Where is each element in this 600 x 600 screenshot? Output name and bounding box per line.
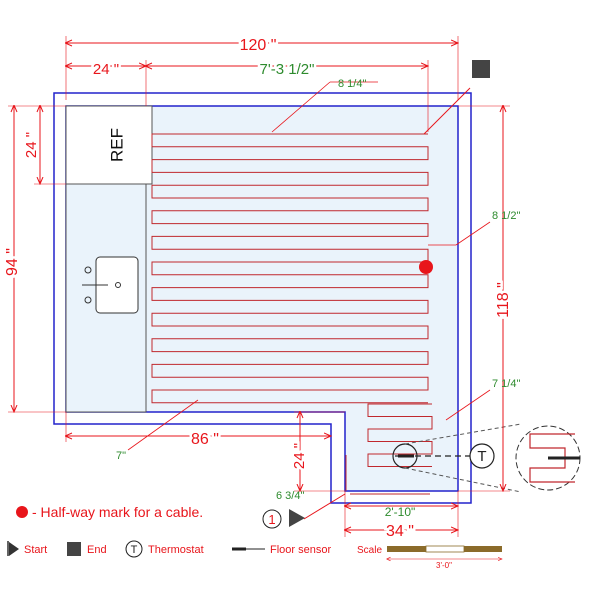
heating-cable-upper (151, 133, 429, 404)
ref-label: REF (107, 128, 126, 162)
legend-scale-value: 3'-0" (436, 561, 452, 570)
heating-cable-lower (367, 403, 433, 467)
dim-start-offset: 6 3/4" (276, 490, 304, 502)
svg-text:T: T (477, 448, 486, 465)
half-way-note: - Half-way mark for a cable. (32, 504, 203, 520)
legend-thermostat: Thermostat (148, 544, 204, 556)
dim-ref-depth: 24 " (23, 132, 40, 158)
half-way-mark (419, 260, 433, 274)
dim-heated-width: 7'-3 1/2" (260, 61, 315, 78)
end-marker-icon (472, 60, 490, 78)
svg-text:1: 1 (268, 512, 275, 527)
dim-bottom-left-width: 86 " (191, 431, 219, 448)
dim-spacing-right: 8 1/2" (492, 210, 520, 222)
legend-end: End (87, 544, 107, 556)
dim-offset-bottom: 7" (116, 450, 126, 462)
legend-scale: Scale (357, 545, 382, 556)
dim-ref-width: 24 " (93, 61, 119, 78)
dim-right-height: 118 " (495, 282, 512, 318)
half-way-legend-dot (16, 506, 28, 518)
thermostat-icon: T (469, 443, 495, 469)
dim-spacing-lower: 7 1/4" (492, 378, 520, 390)
dim-lower-heated-width: 2'-10" (385, 505, 416, 519)
dim-notch-depth: 24 " (291, 443, 308, 469)
cable-run (367, 403, 433, 467)
svg-text:T: T (131, 544, 138, 556)
dim-total-width: 120 " (240, 37, 277, 54)
dim-spacing-top: 8 1/4" (338, 78, 366, 90)
legend: Start End T Thermostat Floor sensor Scal… (7, 540, 502, 570)
legend-floor-sensor: Floor sensor (270, 544, 331, 556)
legend-start: Start (24, 544, 47, 556)
refrigerator (65, 105, 153, 185)
sink (82, 256, 139, 314)
start-marker: 1 (262, 493, 346, 529)
dim-left-height: 94 " (4, 248, 21, 276)
dim-notch-width: 34 " (386, 523, 414, 540)
cable-run (151, 133, 429, 404)
